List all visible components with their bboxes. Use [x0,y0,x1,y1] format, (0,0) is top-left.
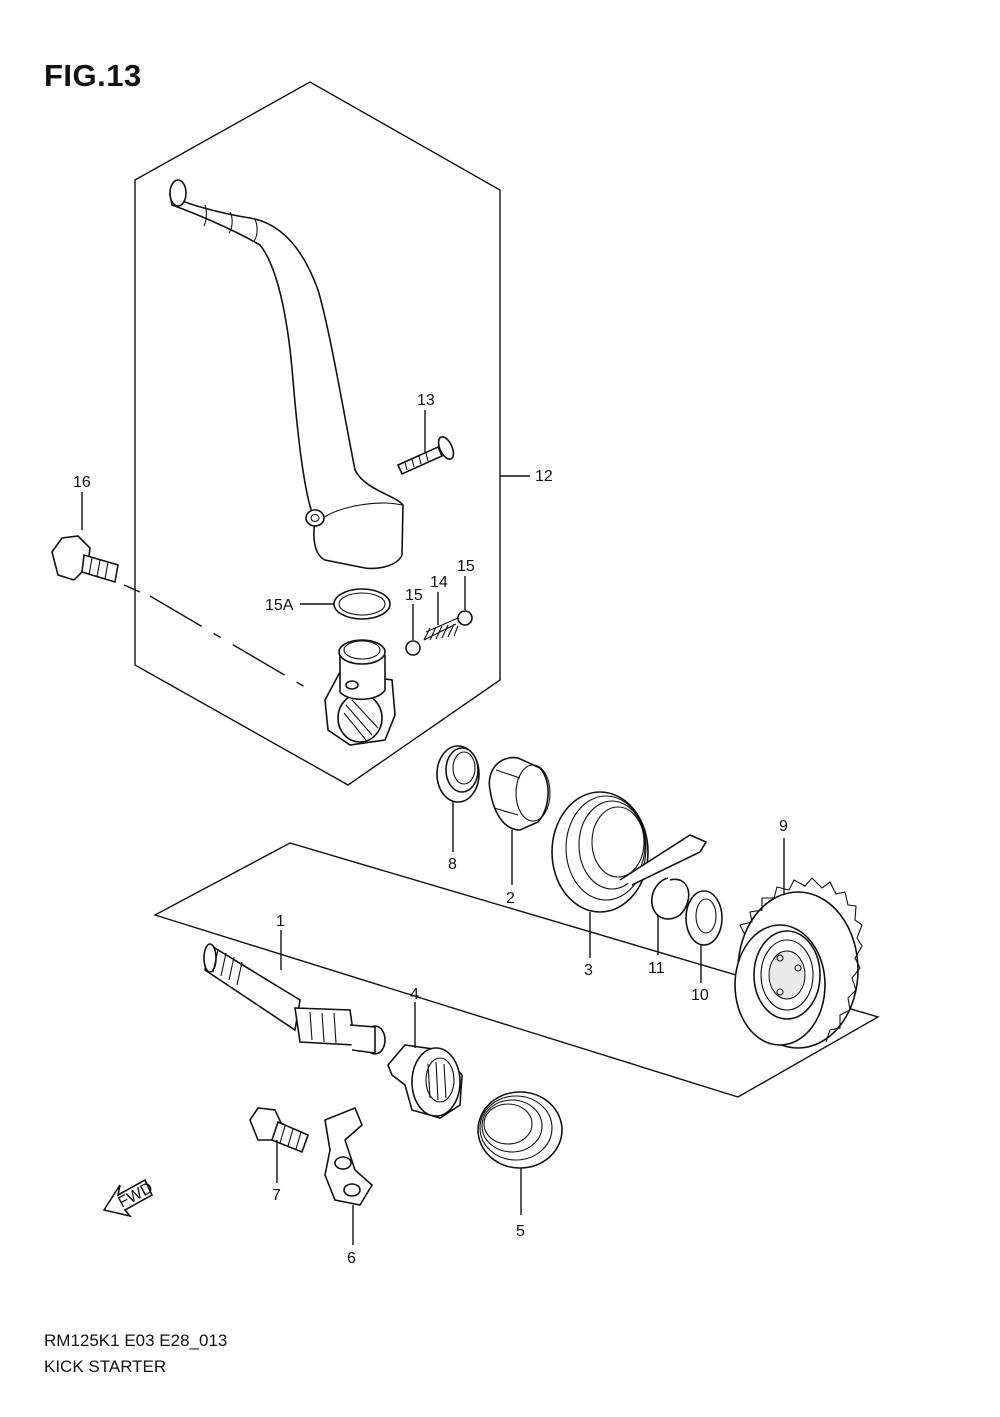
bolt-16 [51,535,119,584]
kick-ratchet-4 [387,1044,463,1119]
callout-15-right: 15 [457,558,475,575]
forward-direction-arrow: FWD [102,1178,156,1218]
kick-starter-shaft-1 [203,943,386,1055]
oil-seal-8 [436,745,480,803]
kick-return-spring-3 [551,791,708,913]
callout-1: 1 [276,913,285,930]
callout-7: 7 [272,1187,281,1204]
callout-14: 14 [430,574,448,591]
callout-16: 16 [73,474,91,491]
callout-13: 13 [417,392,435,409]
ball-15-left [405,640,421,656]
ratchet-spring-5 [477,1091,563,1169]
callout-15-left: 15 [405,587,423,604]
callout-15A: 15A [265,597,294,614]
bolt-7 [249,1107,310,1154]
callout-4: 4 [410,986,419,1003]
callout-2: 2 [506,890,515,907]
kick-lever [168,179,404,570]
spring-14 [423,617,459,641]
callout-10: 10 [691,987,709,1004]
model-code: RM125K1 E03 E28_013 [44,1331,228,1350]
washer-10 [685,890,723,946]
kick-idle-gear-9 [734,877,863,1049]
section-name: KICK STARTER [44,1357,167,1376]
kick-lever-assembly-frame [134,81,501,786]
callout-9: 9 [779,818,788,835]
kick-shaft-assembly-frame [153,842,880,1098]
ratchet-guide-plate-6 [324,1106,374,1206]
callout-12: 12 [535,468,553,485]
callout-6: 6 [347,1250,356,1267]
ball-15-right [457,610,473,626]
kick-lever-boss [324,639,396,746]
bolt-13 [396,436,455,476]
figure-title: FIG.13 [44,58,142,93]
spring-guide-2 [488,756,551,831]
callout-5: 5 [516,1223,525,1240]
callout-11: 11 [648,960,665,977]
circlip-11 [651,877,690,920]
callout-8: 8 [448,856,457,873]
callout-3: 3 [584,962,593,979]
